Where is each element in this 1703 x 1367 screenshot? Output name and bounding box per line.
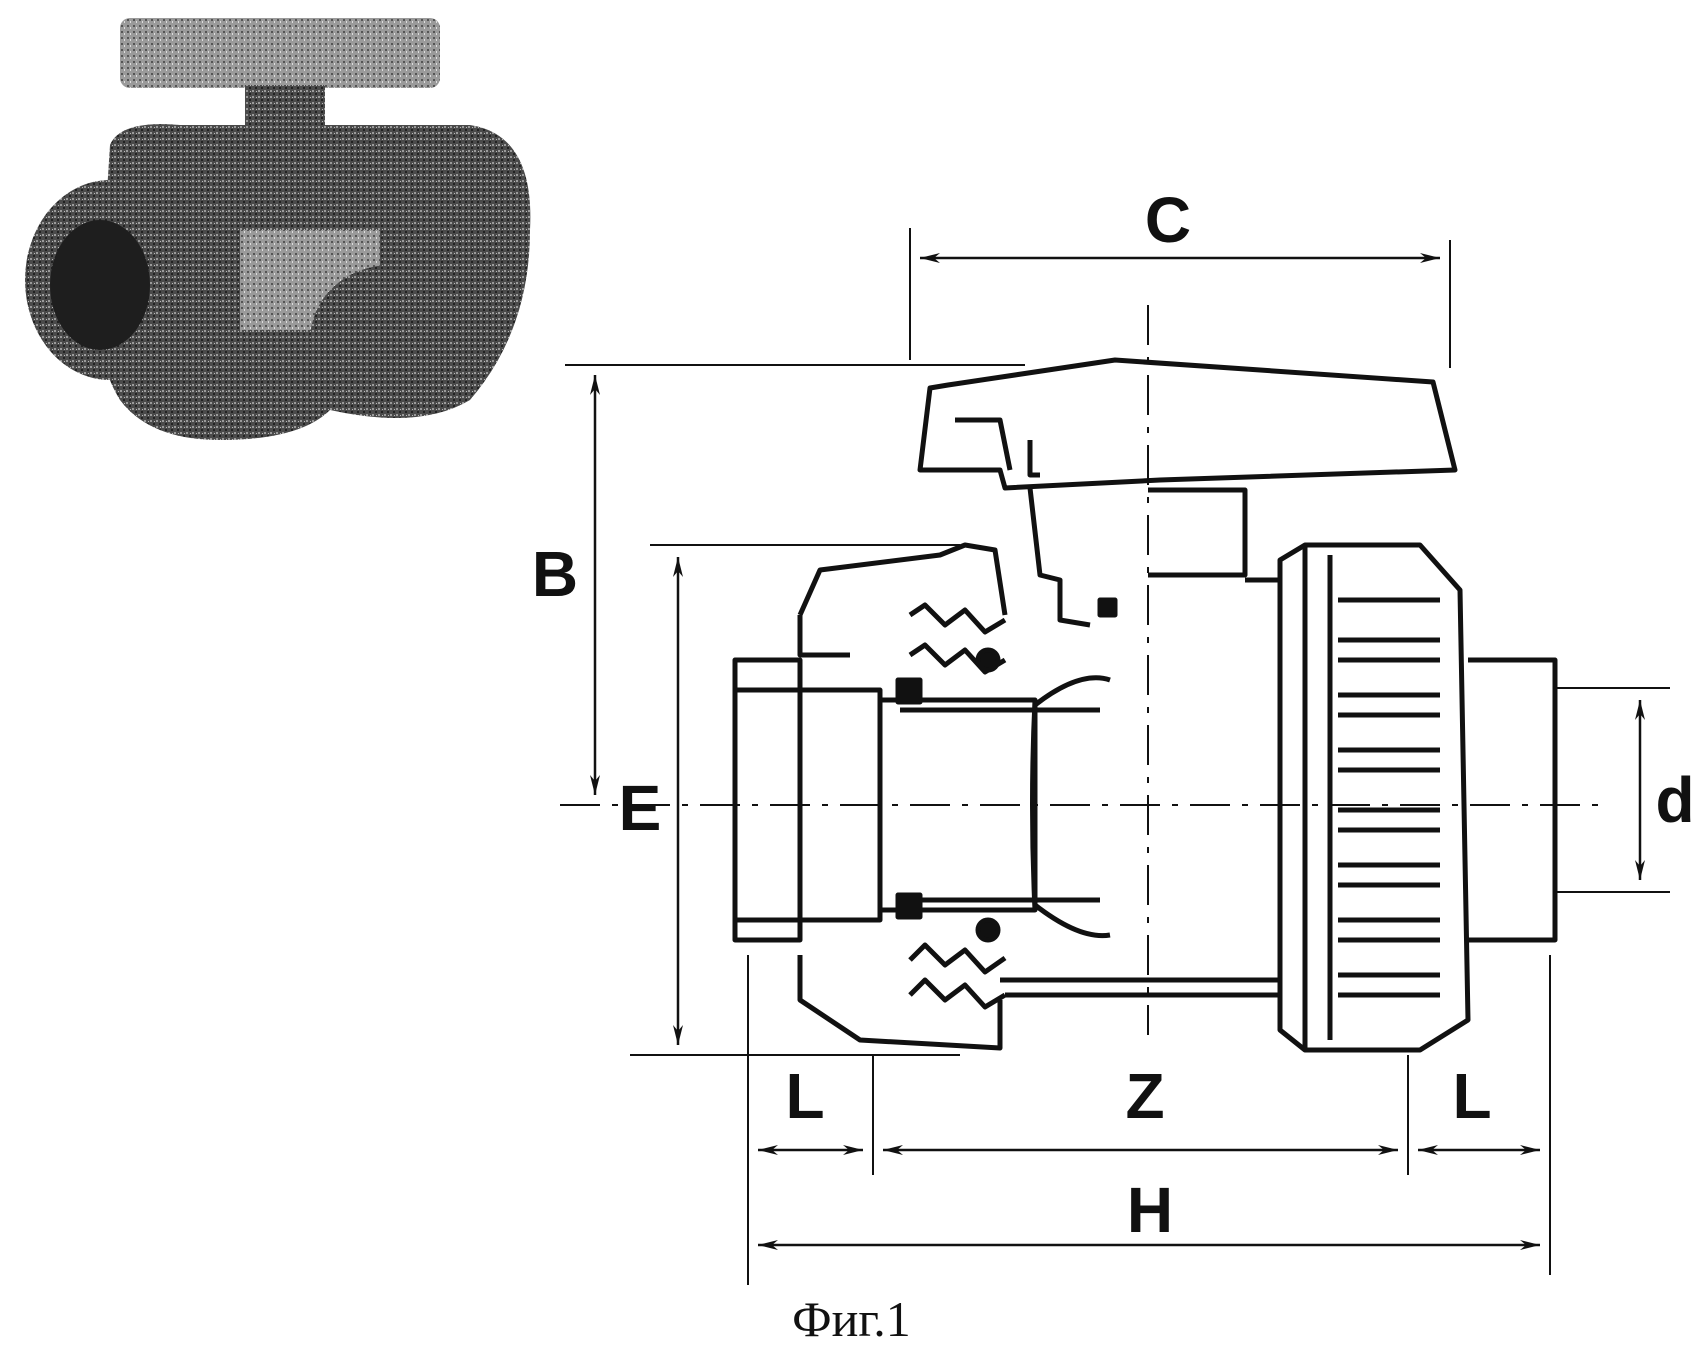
- dim-label-z: Z: [1125, 1060, 1164, 1132]
- dim-label-h: H: [1127, 1174, 1173, 1246]
- dim-label-d: d: [1655, 764, 1694, 836]
- dim-label-l-left: L: [785, 1060, 824, 1132]
- dim-label-l-right: L: [1452, 1060, 1491, 1132]
- figure-caption: Фиг.1: [0, 1290, 1703, 1348]
- dim-label-e: E: [619, 772, 662, 844]
- dim-label-b: B: [532, 538, 578, 610]
- valve-photo: [25, 18, 530, 440]
- extension-lines: [565, 228, 1670, 1285]
- valve-cross-section: [735, 360, 1555, 1050]
- dim-label-c: C: [1145, 184, 1191, 256]
